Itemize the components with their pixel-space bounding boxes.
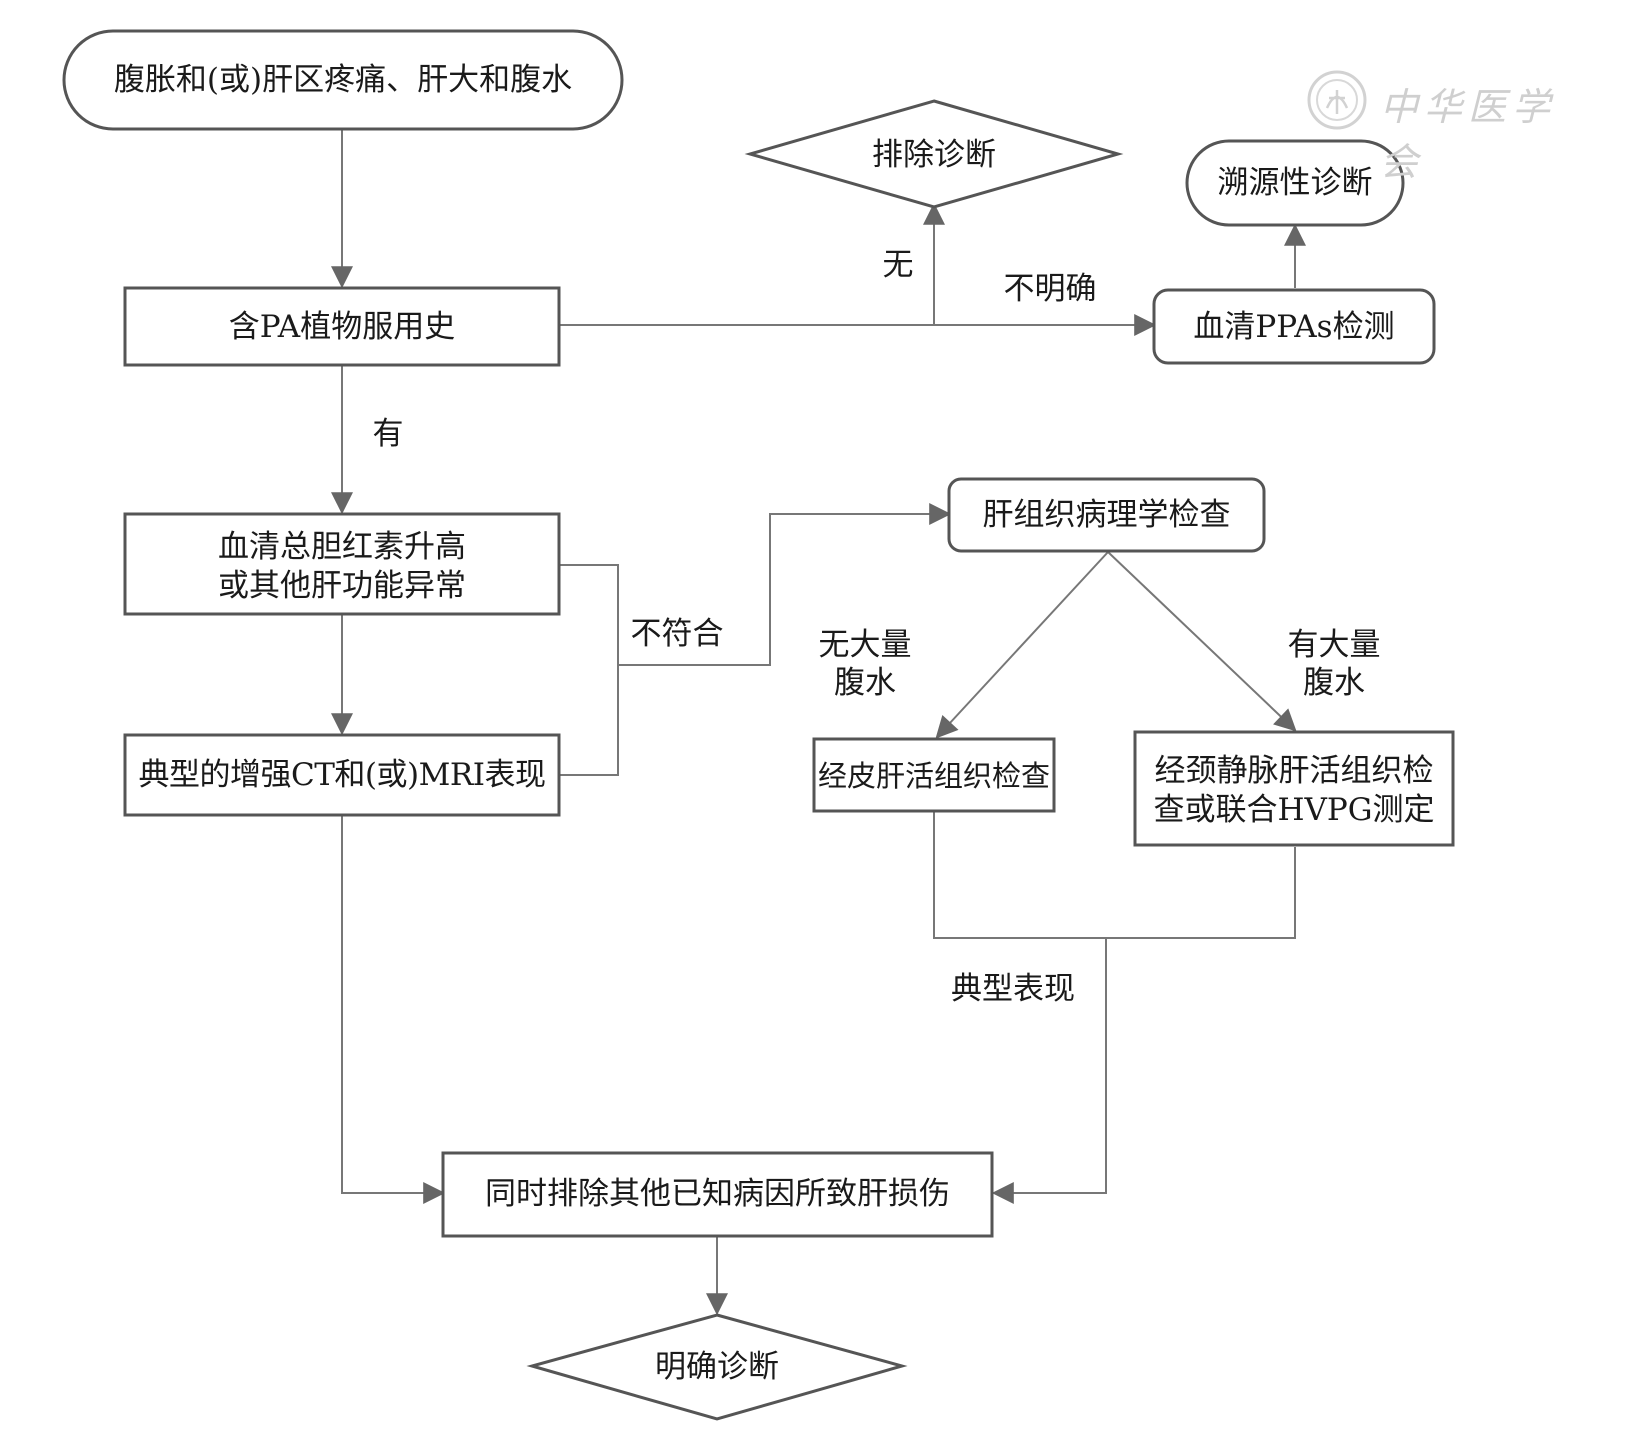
label-no-ascites-line1: 无大量: [818, 627, 912, 663]
node-exclude: 排除诊断: [872, 137, 996, 173]
label-not-match: 不符合: [630, 616, 724, 652]
node-imaging: 典型的增强CT和(或)MRI表现: [138, 757, 546, 793]
node-percutaneous-shape: [812, 737, 1056, 813]
node-bilirubin-line1: 血清总胆红素升高: [218, 529, 466, 565]
edge-pathology-to-percutaneous: [935, 551, 1109, 739]
watermark-text: 中华医学会: [1380, 85, 1557, 184]
node-pa-history: 含PA植物服用史: [228, 309, 456, 345]
edge-pathology-to-transjugular: [1107, 551, 1297, 732]
edge-imaging-to-exclude-other: [341, 815, 446, 1204]
node-pathology-shape: [947, 477, 1266, 553]
watermark: 中华医学会: [1305, 62, 1595, 184]
label-ascites-line1: 有大量: [1287, 627, 1381, 663]
node-transjugular-shape: [1133, 730, 1455, 847]
node-exclude-other-shape: [441, 1151, 994, 1238]
label-no-ascites-line2: 腹水: [834, 665, 896, 701]
edge-not-match-bracket: [560, 564, 619, 776]
node-ppas-test: 血清PPAs检测: [1193, 309, 1395, 345]
node-start: 腹胀和(或)肝区疼痛、肝大和腹水: [113, 62, 573, 98]
node-percutaneous: 经皮肝活组织检查: [817, 759, 1050, 793]
edge-biopsy-merge: [933, 811, 1296, 939]
node-ppas-shape: [1152, 288, 1436, 365]
label-none: 无: [882, 247, 914, 283]
label-typical: 典型表现: [951, 971, 1075, 1007]
edge-typical-to-exclude-other: [991, 938, 1107, 1204]
node-traceable-shape: [1185, 139, 1405, 227]
node-confirmed: 明确诊断: [655, 1349, 779, 1385]
node-pa-history-shape: [123, 286, 561, 367]
society-emblem-icon: [1307, 70, 1367, 130]
node-transjugular-line2: 查或联合HVPG测定: [1153, 792, 1435, 828]
node-confirmed-shape: [526, 1313, 908, 1421]
node-start-shape: [62, 29, 624, 131]
node-bilirubin-line2: 或其他肝功能异常: [218, 568, 466, 604]
node-traceable: 溯源性诊断: [1217, 165, 1373, 201]
node-imaging-shape: [123, 733, 561, 817]
node-transjugular-line1: 经颈静脉肝活组织检: [1154, 753, 1434, 789]
label-unclear: 不明确: [1003, 271, 1097, 307]
node-exclude-shape: [744, 99, 1124, 209]
node-bilirubin-shape: [123, 512, 561, 616]
label-yes: 有: [372, 416, 404, 452]
edge-not-match-to-pathology: [618, 503, 952, 666]
node-exclude-other: 同时排除其他已知病因所致肝损伤: [485, 1176, 950, 1212]
label-ascites-line2: 腹水: [1303, 665, 1365, 701]
node-pathology: 肝组织病理学检查: [982, 497, 1231, 533]
